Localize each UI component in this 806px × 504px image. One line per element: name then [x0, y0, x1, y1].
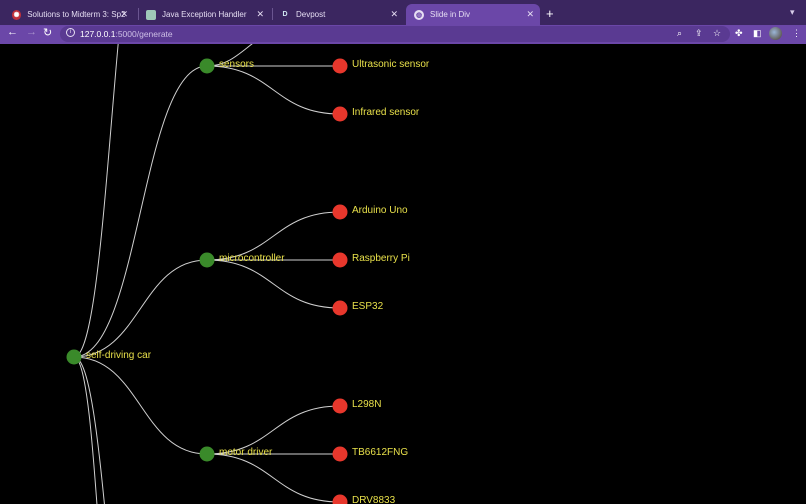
menu-kebab-icon[interactable]: ⋮ [792, 28, 801, 38]
node-circle[interactable] [199, 252, 215, 268]
url-host: 127.0.0.1 [80, 29, 116, 39]
back-arrow-icon[interactable]: ← [7, 26, 18, 38]
tab-devpost[interactable]: D Devpost ✕ [272, 4, 404, 25]
tab-midterm[interactable]: ✺ Solutions to Midterm 3: Sp23 I ✕ [4, 4, 134, 25]
leaf-node[interactable]: Ultrasonic sensor [332, 58, 430, 74]
node-circle[interactable] [199, 446, 215, 462]
tree-link [206, 211, 341, 261]
share-icon[interactable]: ⇪ [695, 28, 703, 38]
branch-node[interactable]: microcontroller [199, 252, 286, 268]
leaf-node[interactable]: DRV8833 [332, 494, 396, 504]
node-circle[interactable] [199, 58, 215, 74]
close-icon[interactable]: ✕ [256, 9, 264, 19]
node-circle[interactable] [332, 446, 348, 462]
node-circle[interactable] [332, 106, 348, 122]
node-label: microcontroller [219, 253, 285, 264]
node-circle[interactable] [332, 398, 348, 414]
link-offscreen-sensors-child [206, 44, 253, 67]
tab-label: Solutions to Midterm 3: Sp23 I [27, 10, 126, 19]
link-offscreen-up [73, 44, 119, 358]
link-offscreen-down-2 [73, 356, 105, 504]
node-label: Raspberry Pi [352, 253, 410, 264]
close-icon[interactable]: ✕ [526, 9, 534, 19]
bookmark-star-icon[interactable]: ☆ [713, 28, 722, 38]
tab-slide-in-div[interactable]: ◍ Slide in Div ✕ [406, 4, 540, 25]
app-icon [146, 9, 156, 20]
leaf-node[interactable]: Arduino Uno [332, 204, 409, 220]
extensions-puzzle-icon[interactable]: ✤ [735, 28, 743, 38]
leaf-node[interactable]: Raspberry Pi [332, 252, 410, 268]
node-circle[interactable] [332, 494, 348, 504]
node-label: motor driver [219, 447, 273, 458]
tab-label: Java Exception Handler [162, 10, 247, 19]
browser-toolbar: ← → ↻ i 127.0.0.1:5000/generate ⌕ ⇪ ☆ ✤ … [0, 25, 806, 44]
leaf-node[interactable]: TB6612FNG [332, 446, 409, 462]
node-circle[interactable] [66, 349, 82, 365]
tab-search-chevron-down-icon[interactable]: ▾ [790, 7, 795, 17]
profile-avatar[interactable] [769, 27, 782, 40]
tab-java-exception[interactable]: Java Exception Handler ✕ [138, 4, 270, 25]
tree-link [206, 259, 341, 309]
tree-link [73, 356, 208, 455]
tab-divider [138, 8, 139, 20]
root-node[interactable]: self-driving car [66, 349, 152, 365]
leaf-node[interactable]: Infrared sensor [332, 106, 420, 122]
node-label: Ultrasonic sensor [352, 59, 430, 70]
forward-arrow-icon[interactable]: → [26, 26, 37, 38]
node-label: TB6612FNG [352, 447, 408, 458]
close-icon[interactable]: ✕ [120, 9, 128, 19]
tab-label: Slide in Div [430, 10, 471, 19]
branch-node[interactable]: sensors [199, 58, 255, 74]
node-label: Arduino Uno [352, 205, 408, 216]
reload-icon[interactable]: ↻ [43, 27, 53, 39]
node-label: Infrared sensor [352, 107, 420, 118]
tree-link [73, 65, 208, 358]
node-label: self-driving car [86, 350, 152, 361]
leaf-node[interactable]: ESP32 [332, 300, 384, 316]
tree-link [206, 405, 341, 455]
gear-red-icon: ✺ [12, 9, 22, 20]
side-panel-icon[interactable]: ◧ [753, 28, 762, 38]
node-label: L298N [352, 399, 381, 410]
node-label: sensors [219, 59, 254, 70]
tree-link [206, 65, 341, 115]
node-label: DRV8833 [352, 495, 396, 504]
devpost-icon: D [282, 11, 288, 18]
tree-link [73, 259, 208, 358]
tab-divider [272, 8, 273, 20]
address-bar[interactable] [60, 26, 730, 42]
node-circle[interactable] [332, 300, 348, 316]
link-offscreen-down-1 [73, 356, 98, 504]
tab-label: Devpost [296, 10, 326, 19]
url-path: :5000/generate [115, 29, 173, 39]
globe-icon: ◍ [414, 9, 424, 20]
close-icon[interactable]: ✕ [390, 9, 398, 19]
tab-strip: ✺ Solutions to Midterm 3: Sp23 I ✕ Java … [0, 0, 806, 25]
node-label: ESP32 [352, 301, 384, 312]
site-info-icon[interactable]: i [66, 28, 75, 37]
zoom-icon[interactable]: ⌕ [677, 28, 683, 38]
node-circle[interactable] [332, 58, 348, 74]
node-circle[interactable] [332, 204, 348, 220]
url-text[interactable]: 127.0.0.1:5000/generate [80, 29, 173, 39]
tree-link [206, 453, 341, 503]
branch-node[interactable]: motor driver [199, 446, 274, 462]
leaf-node[interactable]: L298N [332, 398, 382, 414]
node-circle[interactable] [332, 252, 348, 268]
new-tab-button[interactable]: + [546, 6, 554, 21]
